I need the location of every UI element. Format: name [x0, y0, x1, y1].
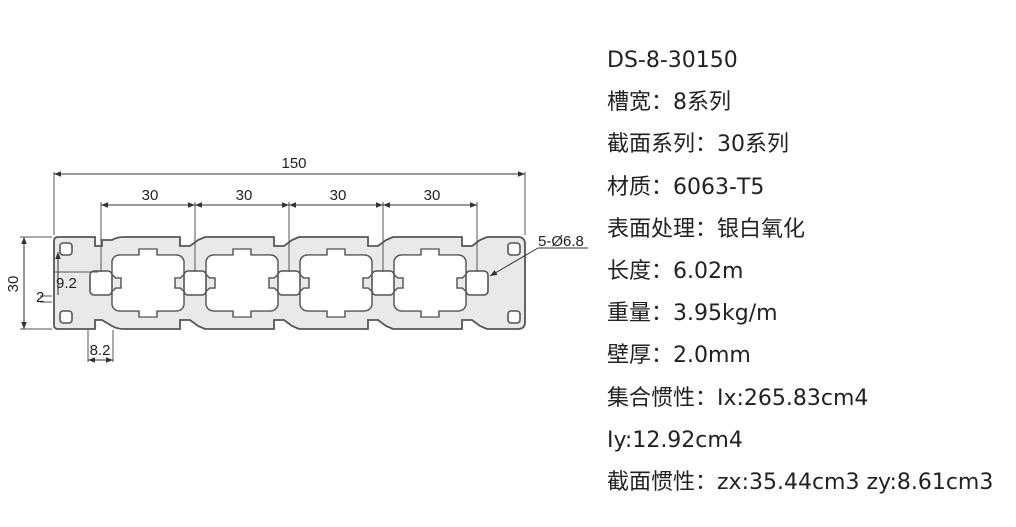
spec-inertia-1: 集合惯性：Ix:265.83cm4 — [607, 385, 869, 411]
spec-section-inertia: 截面惯性：zx:35.44cm3 zy:8.61cm3 — [607, 469, 994, 495]
dim-pitch-3: 30 — [330, 187, 347, 204]
corner-holes — [59, 242, 521, 324]
extension-lines — [20, 172, 526, 362]
spec-surface: 表面处理：银白氧化 — [607, 216, 806, 242]
core-hole-5 — [465, 270, 489, 296]
dim-slot-width: 8.2 — [90, 342, 111, 359]
dim-pitch-1: 30 — [142, 187, 159, 204]
dim-pitch-2: 30 — [236, 187, 253, 204]
core-hole-4 — [371, 270, 395, 296]
core-hole-1 — [89, 270, 113, 296]
dim-wall: 2 — [36, 289, 44, 306]
spec-slot-width: 槽宽：8系列 — [607, 90, 731, 116]
dim-slot-depth: 9.2 — [56, 275, 77, 292]
spec-model: DS-8-30150 — [607, 48, 738, 73]
spec-inertia-2: Iy:12.92cm4 — [607, 427, 743, 453]
dim-total-width: 150 — [281, 155, 306, 172]
profile-drawing: 150 30 30 30 30 30 5-Ø6.8 9.2 2 8.2 — [5, 155, 588, 363]
spec-weight: 重量：3.95kg/m — [607, 301, 778, 327]
core-hole-3 — [277, 270, 301, 296]
core-hole-2 — [183, 270, 207, 296]
spec-list: DS-8-30150 槽宽：8系列 截面系列：30系列 材质：6063-T5 表… — [607, 40, 1016, 504]
dimension-lines — [21, 171, 588, 363]
spec-length: 长度：6.02m — [607, 258, 744, 284]
dim-height: 30 — [5, 276, 22, 293]
spec-series: 截面系列：30系列 — [607, 132, 789, 158]
spec-wall-thickness: 壁厚：2.0mm — [607, 343, 751, 369]
dim-hole-spec: 5-Ø6.8 — [538, 233, 584, 250]
spec-material: 材质：6063-T5 — [607, 174, 765, 200]
dim-pitch-4: 30 — [424, 187, 441, 204]
